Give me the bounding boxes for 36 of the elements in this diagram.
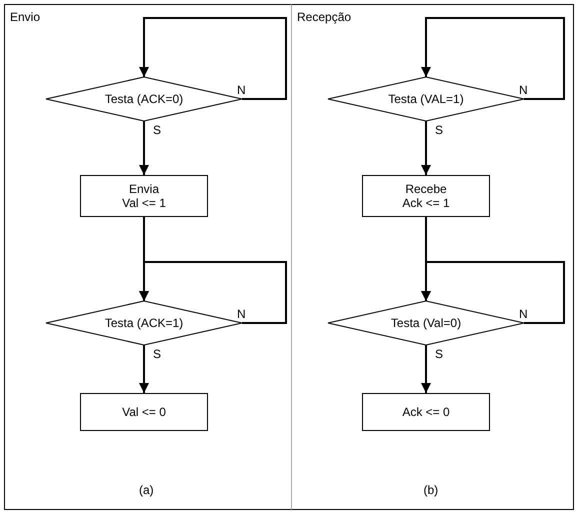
- condition-text: Testa (VAL=1): [388, 92, 464, 106]
- edge-label: S: [152, 124, 162, 136]
- flow-arrow: [421, 17, 565, 100]
- panel-frame: [291, 4, 574, 510]
- flow-arrow: [421, 345, 431, 393]
- edge-label: N: [518, 84, 529, 96]
- process-box: [80, 175, 208, 217]
- flow-arrow: [139, 121, 149, 175]
- edge-label: N: [518, 308, 529, 320]
- panel-title: Recepção: [297, 10, 352, 24]
- panel-caption: (a): [139, 483, 154, 497]
- edge-label: N: [236, 84, 247, 96]
- process-box: [362, 175, 490, 217]
- condition-text: Testa (ACK=0): [104, 92, 184, 106]
- step-text: Recebe: [405, 182, 447, 196]
- flow-arrow: [421, 261, 565, 324]
- step-text: Ack <= 0: [402, 405, 450, 419]
- condition-text: Testa (ACK=1): [104, 316, 184, 330]
- edge-label: S: [434, 348, 444, 360]
- process-box: [362, 393, 490, 431]
- panel-frame: [4, 4, 292, 510]
- step-text: Val <= 1: [122, 196, 166, 210]
- edge-label: S: [434, 124, 444, 136]
- flow-arrow: [139, 345, 149, 393]
- edge-label: S: [152, 348, 162, 360]
- flow-arrow: [421, 121, 431, 175]
- step-text: Val <= 0: [122, 405, 166, 419]
- condition-text: Testa (Val=0): [390, 316, 462, 330]
- flow-arrow: [139, 261, 287, 324]
- step-text: Ack <= 1: [402, 196, 450, 210]
- panel-caption: (b): [424, 483, 438, 497]
- panel-title: Envio: [10, 10, 40, 24]
- process-box: [80, 393, 208, 431]
- step-text: Envia: [128, 182, 160, 196]
- edge-label: N: [236, 308, 247, 320]
- flow-arrow: [139, 17, 287, 100]
